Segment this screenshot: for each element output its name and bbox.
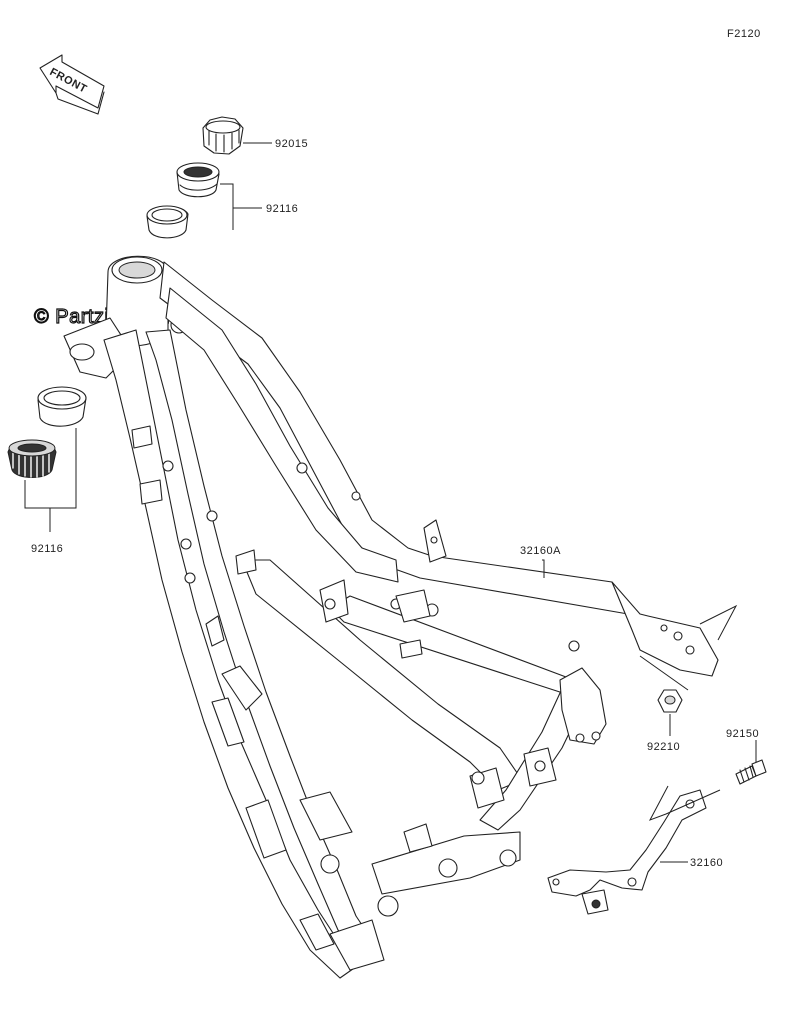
- front-arrow-icon: FRONT: [39, 54, 105, 115]
- upper-race-part[interactable]: [146, 205, 189, 239]
- callout-92116-lower[interactable]: 92116: [31, 543, 63, 555]
- callout-leader-32160a: [542, 559, 545, 578]
- callout-32160[interactable]: 32160: [690, 857, 723, 869]
- upper-bearing-part[interactable]: [176, 162, 220, 198]
- rear-bolt-part[interactable]: [735, 759, 767, 785]
- callout-92150[interactable]: 92150: [726, 728, 759, 740]
- rear-bracket-part[interactable]: [547, 789, 707, 915]
- steering-nut-part[interactable]: [202, 116, 244, 155]
- callout-leader-92116-lower: [24, 428, 77, 532]
- tail-leader-lines: [639, 604, 738, 691]
- main-frame-part[interactable]: [63, 255, 719, 979]
- callout-92116-upper[interactable]: 92116: [266, 203, 298, 215]
- callout-leader-92116-upper: [220, 183, 262, 230]
- lower-bearing-part[interactable]: [7, 439, 57, 478]
- rear-nut-part[interactable]: [657, 689, 683, 713]
- callout-32160a[interactable]: 32160A: [520, 545, 561, 557]
- figure-code: F2120: [727, 28, 761, 40]
- callout-92015[interactable]: 92015: [275, 138, 308, 150]
- callout-92210[interactable]: 92210: [647, 741, 680, 753]
- bracket-leader-lines: [648, 785, 721, 821]
- lower-race-part[interactable]: [37, 386, 87, 427]
